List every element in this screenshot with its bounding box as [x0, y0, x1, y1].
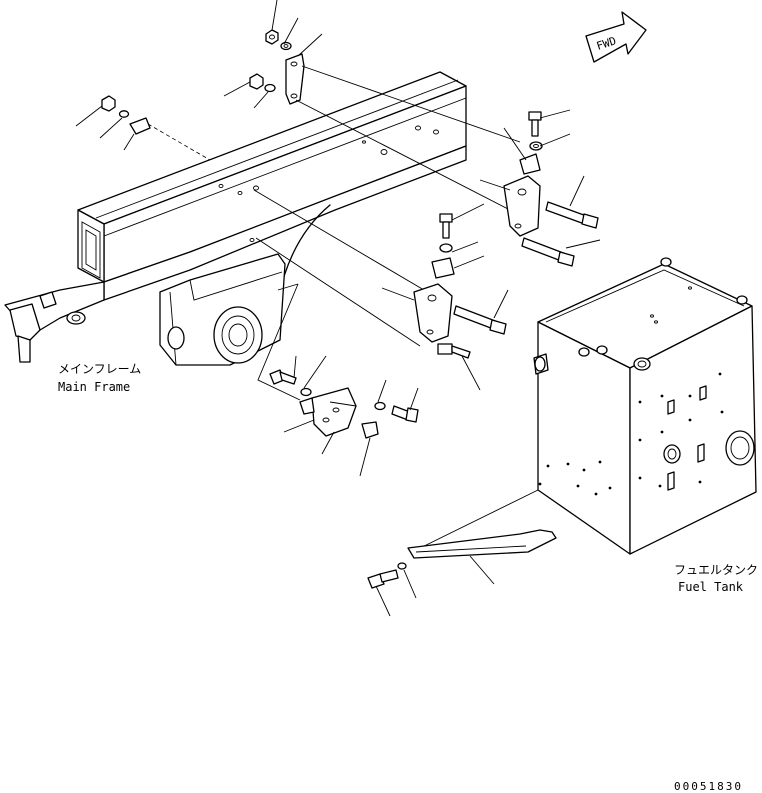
- nut: [101, 95, 116, 112]
- bolt: [437, 343, 453, 355]
- fuel-tank-label-en: Fuel Tank: [678, 580, 744, 594]
- washer: [280, 41, 292, 51]
- bolt: [367, 573, 385, 589]
- clip: [129, 117, 151, 135]
- washer: [529, 141, 543, 151]
- main-frame-label-jp: メインフレーム: [58, 362, 141, 376]
- fuel-tank: [533, 257, 757, 555]
- washer: [300, 387, 312, 397]
- middle-mount-group: [255, 203, 509, 391]
- left-clip-group: [75, 95, 211, 161]
- tank-strap: [407, 529, 557, 559]
- washer: [439, 243, 453, 253]
- washer: [397, 562, 407, 570]
- washer: [374, 401, 386, 411]
- upper-mount-group: [253, 109, 601, 291]
- bolt: [439, 213, 453, 223]
- clamp: [519, 153, 541, 175]
- fuel-tank-label-jp: フュエルタンク: [674, 563, 758, 577]
- bolt: [528, 111, 542, 121]
- nut: [265, 29, 279, 45]
- mount-bracket: [503, 175, 541, 237]
- collar: [361, 421, 379, 439]
- main-frame-label-en: Main Frame: [58, 380, 130, 394]
- clamp-bracket: [285, 53, 305, 105]
- lower-bracket-group: [257, 283, 419, 477]
- tank-strap-group: [367, 489, 557, 617]
- main-frame: [4, 71, 467, 366]
- fwd-label: FWD: [595, 34, 618, 53]
- mount-bracket: [413, 283, 453, 343]
- nut: [249, 73, 264, 90]
- fwd-arrow-icon: FWD: [585, 11, 647, 63]
- clamp: [431, 257, 455, 279]
- upper-bracket-group: [223, 0, 521, 211]
- drawing-number: 00051830: [674, 780, 743, 793]
